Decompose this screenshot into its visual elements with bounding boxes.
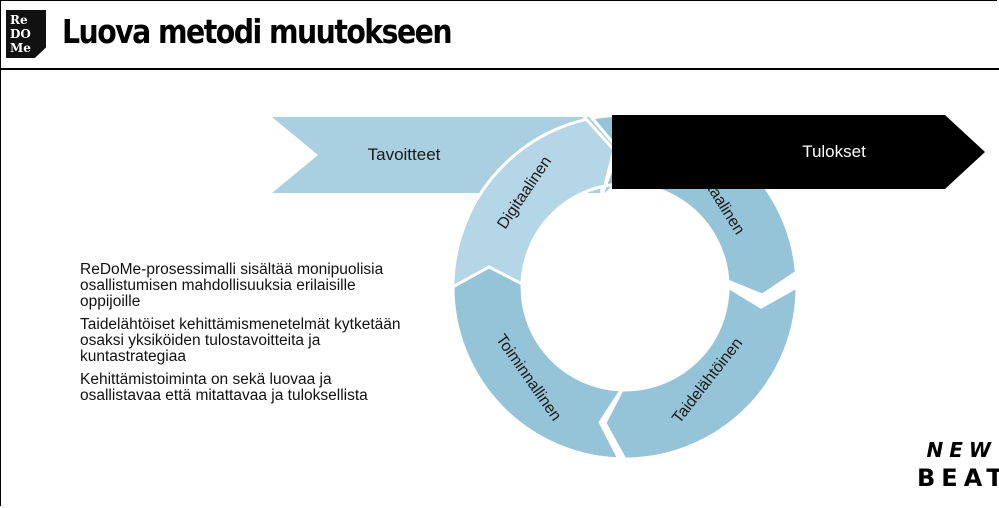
header: Re DO Me Luova metodi muutokseen [0,0,999,70]
bullet-item: ReDoMe-prosessimalli sisältää monipuolis… [80,261,384,310]
output-label: Tulokset [802,142,866,161]
brand-line: BEAT [917,464,999,492]
newbeat-logo: NEW BEAT [917,438,999,492]
cycle-segment [440,265,625,461]
bullet-list: ReDoMe-prosessimalli sisältää monipuolis… [80,262,410,411]
redome-logo: Re DO Me [6,10,46,58]
logo-line: Re [10,13,28,27]
bullet-item: Kehittämistoiminta on sekä luovaa ja osa… [80,371,368,404]
bullet-item: Taidelähtöiset kehittämismenetelmät kytk… [80,316,401,365]
logo-line: Me [10,41,31,55]
cycle-segment [603,284,799,472]
logo-line: DO [10,27,31,41]
header-divider [0,68,999,70]
page-title: Luova metodi muutokseen [62,12,453,51]
input-label: Tavoitteet [368,145,441,164]
brand-line: NEW [926,438,997,462]
output-arrow [612,115,985,189]
